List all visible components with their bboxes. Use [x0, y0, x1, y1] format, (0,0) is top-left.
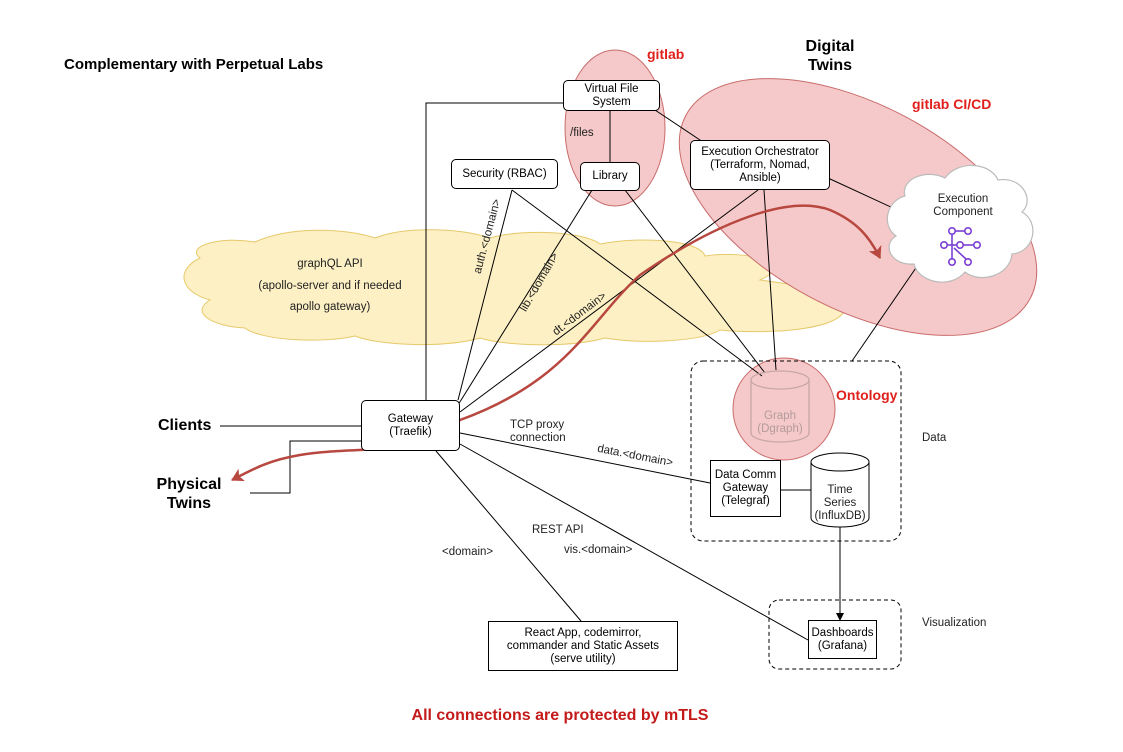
dashboards-node: Dashboards (Grafana) — [808, 620, 877, 659]
graphql-cloud-line1: graphQL API — [297, 258, 363, 270]
edge-gateway-vfs — [425, 102, 563, 400]
time-series-node: Time Series (InfluxDB) — [814, 484, 866, 522]
edge-gateway-orchestrator — [459, 189, 759, 413]
edge-orchestrator-graph — [763, 189, 777, 371]
edge-gateway-physical — [250, 440, 361, 494]
vis-domain-edge-label: vis.<domain> — [564, 544, 633, 556]
graph-cylinder — [750, 370, 810, 443]
execution-component-label: Execution Component — [933, 193, 993, 218]
edge-gateway-datacomm — [459, 432, 711, 484]
visualization-group — [768, 599, 902, 670]
edge-library-graph — [624, 189, 766, 374]
graphql-cloud-line3: apollo gateway) — [289, 301, 371, 313]
footer-note: All connections are protected by mTLS — [411, 707, 709, 724]
edge-gateway-security — [457, 189, 513, 401]
library-node: Library — [580, 162, 640, 191]
execution-component-cloud — [886, 164, 1034, 283]
security-node: Security (RBAC) — [451, 159, 558, 189]
connection-lines — [220, 102, 921, 641]
physical-twins-label: Physical Twins — [156, 476, 222, 512]
react-app-node: React App, codemirror, commander and Sta… — [488, 621, 678, 671]
edge-gateway-dashboards — [459, 443, 809, 641]
edge-gateway-react — [435, 450, 582, 622]
data-comm-gateway-node: Data Comm Gateway (Telegraf) — [710, 460, 781, 517]
gateway-node: Gateway (Traefik) — [361, 400, 460, 451]
edge-security-graph — [511, 189, 763, 377]
edge-execution-data — [851, 261, 921, 362]
files-edge-label: /files — [570, 127, 594, 139]
clients-label: Clients — [158, 417, 212, 434]
rest-api-edge-label: REST API — [532, 524, 584, 536]
data-label: Data — [922, 432, 947, 444]
visualization-label: Visualization — [922, 617, 987, 629]
timeseries-cylinder — [810, 452, 870, 528]
execution-orchestrator-node: Execution Orchestrator (Terraform, Nomad… — [690, 140, 830, 190]
ontology-region — [732, 357, 836, 461]
network-icon — [939, 227, 981, 266]
data-flow-arrow — [459, 204, 882, 422]
gitlab-label: gitlab — [647, 46, 685, 62]
virtual-file-system-node: Virtual File System — [563, 80, 660, 111]
edge-gateway-library — [457, 189, 593, 406]
diagram-title: Complementary with Perpetual Labs — [64, 56, 324, 73]
data-group — [690, 360, 902, 542]
graphql-cloud-line2: (apollo-server and if needed — [258, 280, 402, 292]
domain-edge-label: <domain> — [442, 546, 494, 558]
gitlab-cicd-label: gitlab CI/CD — [912, 96, 992, 112]
ontology-label: Ontology — [836, 387, 898, 403]
tcp-proxy-edge-label: TCP proxy connection — [510, 419, 566, 444]
digital-twins-label: Digital Twins — [805, 38, 855, 74]
edge-orchestrator-execution — [827, 177, 894, 209]
graph-node: Graph (Dgraph) — [757, 410, 803, 435]
edge-vfs-orchestrator — [654, 109, 704, 143]
